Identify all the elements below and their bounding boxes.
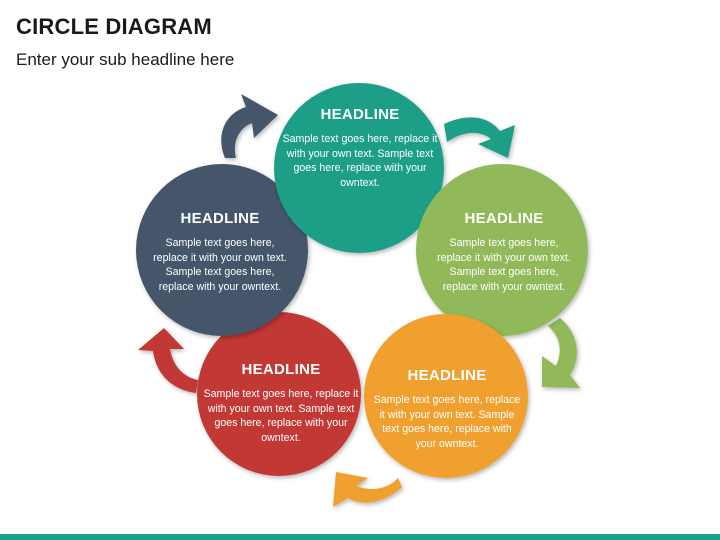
node-teal: HEADLINE Sample text goes here, replace … [282, 106, 438, 190]
arrow-orange-curved-arrow-icon [333, 472, 402, 507]
arrow-green-curved-arrow-icon [542, 318, 580, 388]
circle-red [197, 312, 361, 476]
node-text: Sample text goes here, replace it with y… [373, 394, 521, 450]
node-headline: HEADLINE [320, 106, 400, 123]
circle-navy [136, 164, 308, 336]
node-text: Sample text goes here, replace it with y… [282, 133, 438, 189]
page-subtitle: Enter your sub headline here [16, 50, 235, 69]
arrow-navy-curved-arrow-icon [221, 94, 278, 158]
node-headline: HEADLINE [241, 361, 321, 378]
circle-teal [274, 83, 444, 253]
arrow-teal-curved-arrow-icon [444, 117, 515, 158]
node-navy: HEADLINE Sample text goes here, replace … [149, 210, 291, 294]
node-red: HEADLINE Sample text goes here, replace … [203, 361, 359, 445]
node-headline: HEADLINE [464, 210, 544, 227]
node-text: Sample text goes here, replace it with y… [203, 388, 359, 444]
node-text: Sample text goes here, replace it with y… [153, 237, 287, 293]
arrow-red-curved-arrow-icon [138, 328, 198, 393]
bottom-accent-bar [0, 534, 720, 540]
circle-orange [364, 314, 528, 478]
circle-green [416, 164, 588, 336]
node-headline: HEADLINE [180, 210, 260, 227]
page-title: CIRCLE DIAGRAM [16, 14, 212, 39]
node-text: Sample text goes here, replace it with y… [437, 237, 571, 293]
node-green: HEADLINE Sample text goes here, replace … [436, 210, 572, 294]
node-headline: HEADLINE [407, 367, 487, 384]
node-orange: HEADLINE Sample text goes here, replace … [372, 367, 522, 451]
